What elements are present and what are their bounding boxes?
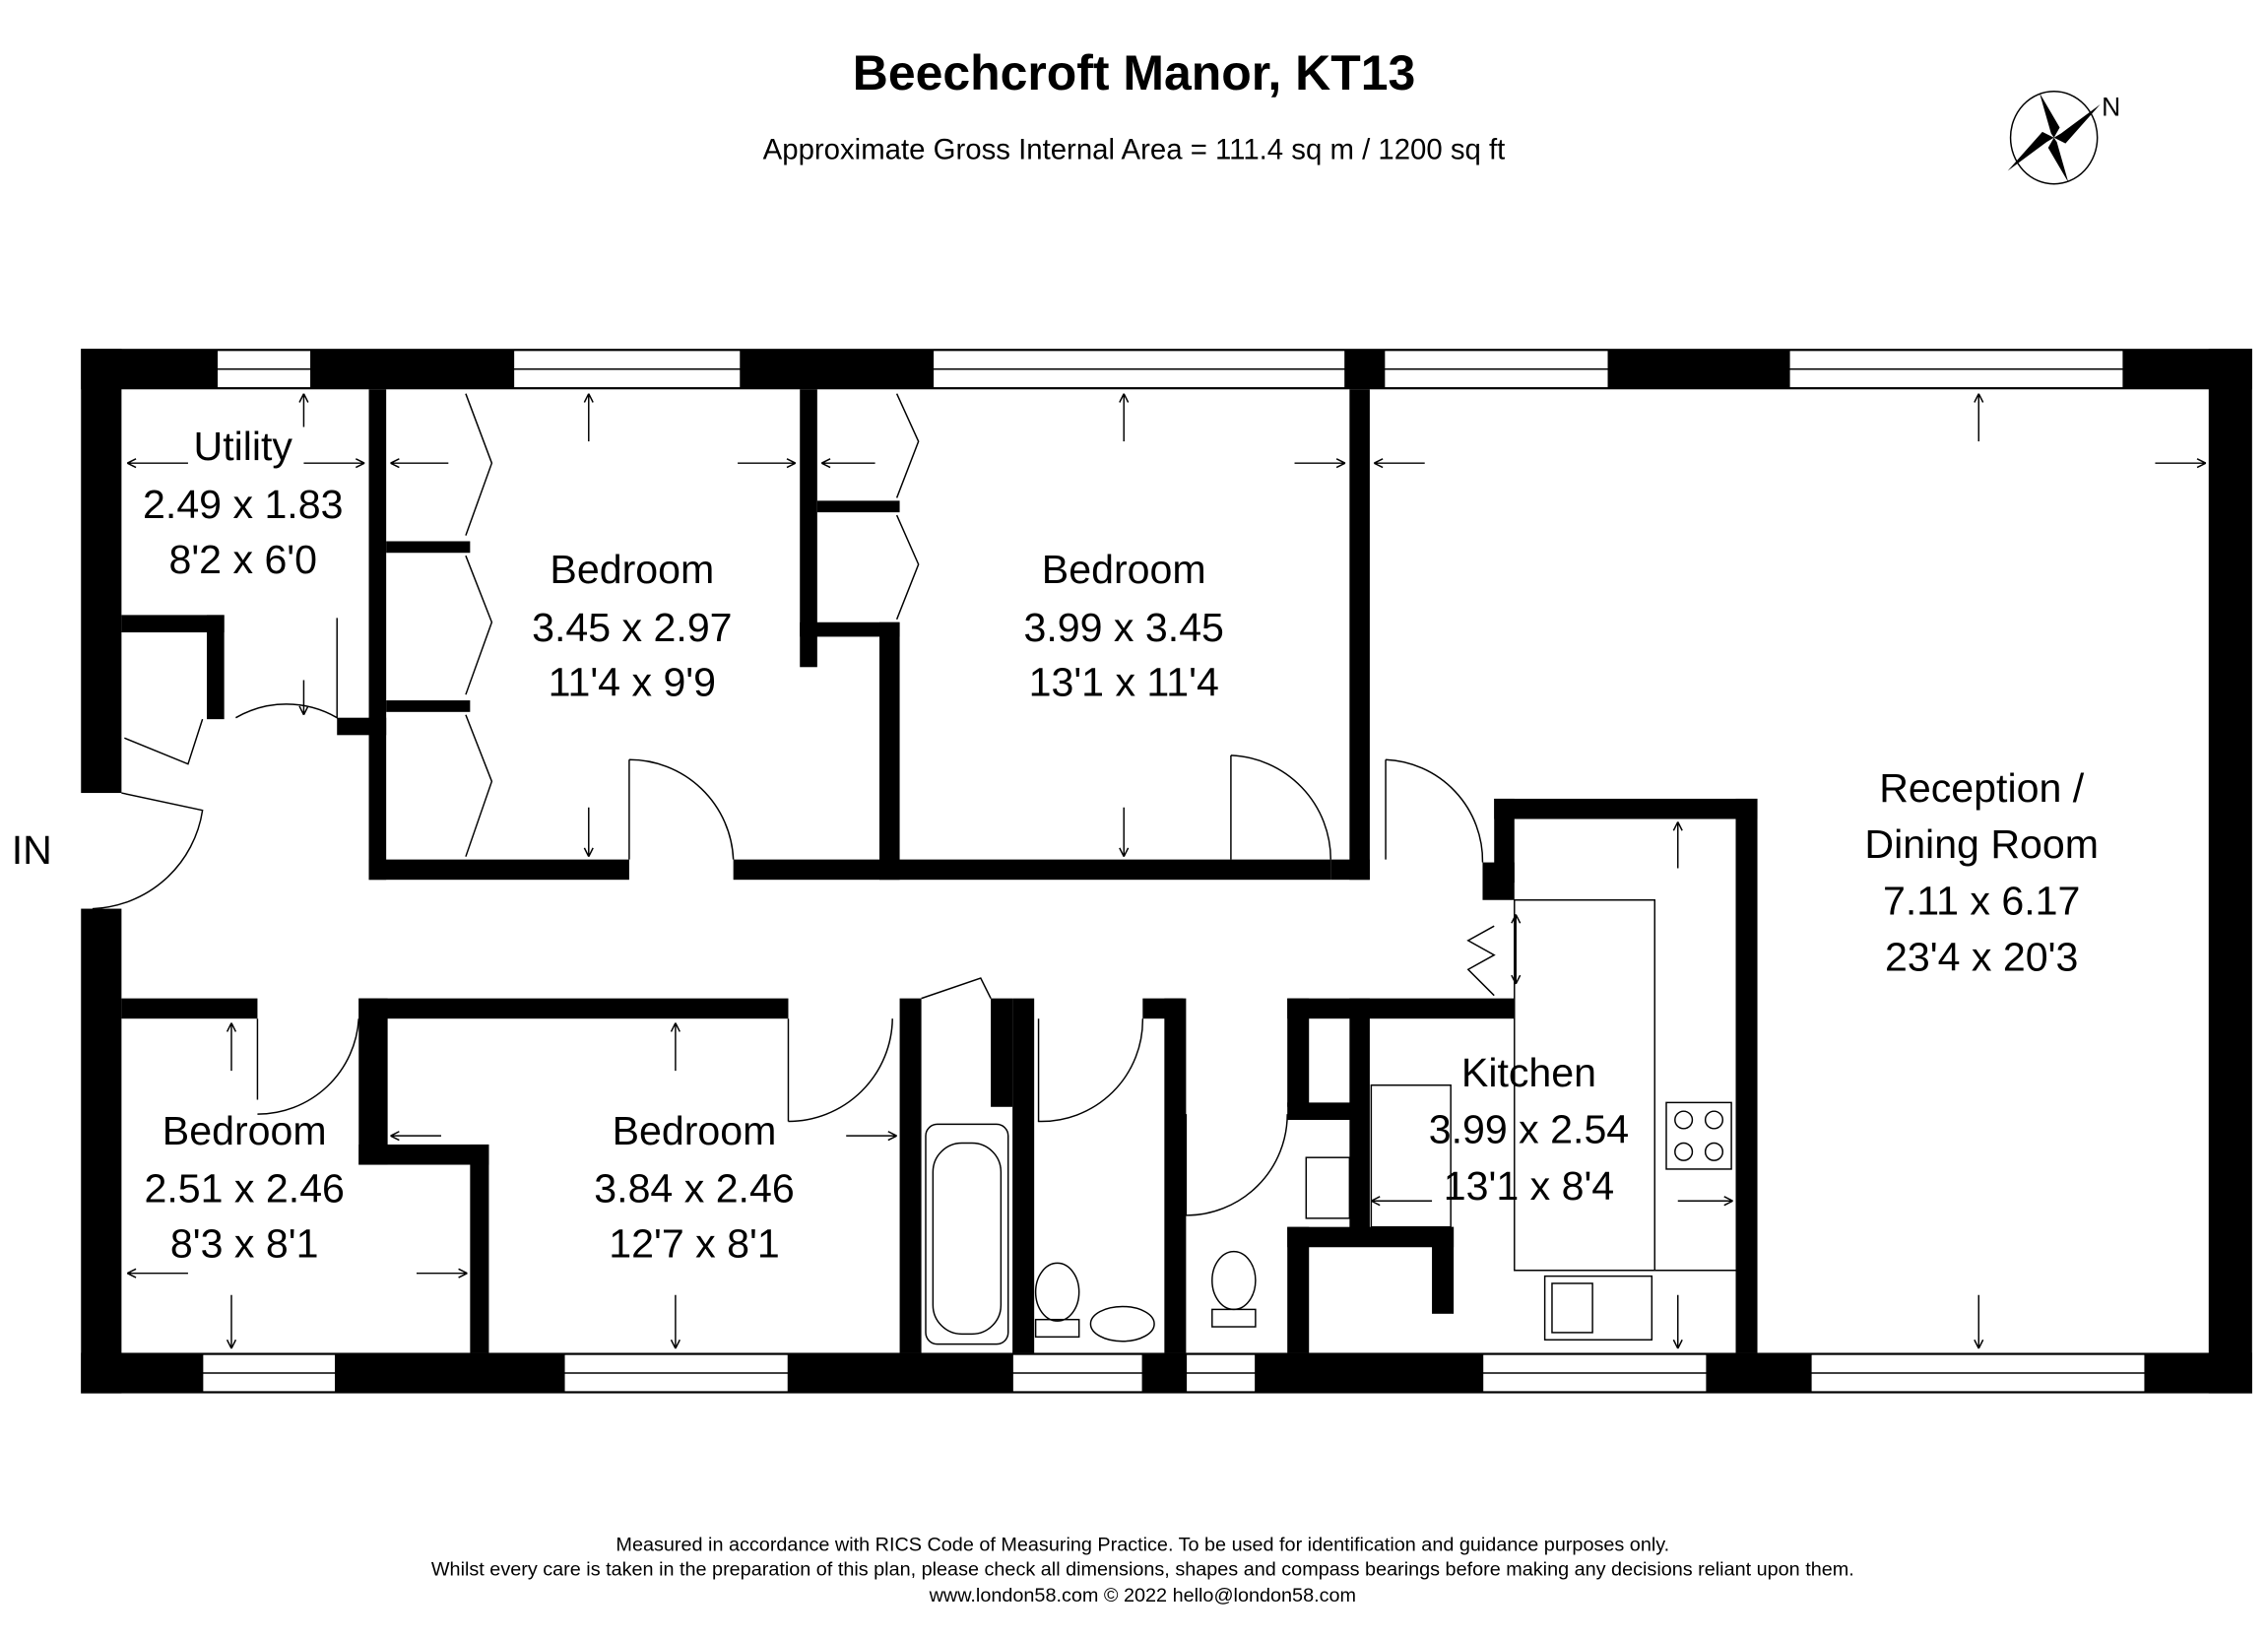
footer-contact: www.london58.com © 2022 hello@london58.c… bbox=[929, 1585, 1356, 1606]
room-name: Utility bbox=[194, 424, 293, 469]
wc-toilet-icon bbox=[1211, 1250, 1257, 1311]
room-utility: Utility 2.49 x 1.83 8'2 x 6'0 bbox=[143, 424, 343, 582]
room-name-2: Dining Room bbox=[1864, 821, 2099, 867]
toilet-icon bbox=[1034, 1262, 1080, 1322]
room-name: Bedroom bbox=[613, 1108, 777, 1153]
bath-icon bbox=[925, 1123, 1009, 1345]
room-imperial: 8'2 x 6'0 bbox=[168, 537, 317, 582]
room-kitchen: Kitchen 3.99 x 2.54 13'1 x 8'4 bbox=[1429, 1050, 1629, 1209]
interior-walls bbox=[121, 389, 1758, 1353]
room-metric: 3.99 x 2.54 bbox=[1429, 1107, 1629, 1152]
room-imperial: 13'1 x 11'4 bbox=[1029, 660, 1219, 705]
footer-disclaimer-1: Measured in accordance with RICS Code of… bbox=[616, 1535, 1669, 1556]
wc-basin-icon bbox=[1305, 1156, 1351, 1219]
doors bbox=[92, 618, 1496, 1216]
wardrobe-doors bbox=[465, 393, 920, 857]
room-bedroom-4: Bedroom 3.84 x 2.46 12'7 x 8'1 bbox=[594, 1108, 794, 1267]
room-metric: 3.45 x 2.97 bbox=[532, 605, 732, 650]
room-imperial: 23'4 x 20'3 bbox=[1885, 935, 2078, 980]
kitchen-sink-icon bbox=[1543, 1275, 1653, 1341]
room-name: Bedroom bbox=[1042, 547, 1206, 592]
room-imperial: 8'3 x 8'1 bbox=[170, 1221, 319, 1267]
room-name: Kitchen bbox=[1461, 1050, 1596, 1095]
room-metric: 7.11 x 6.17 bbox=[1883, 878, 2080, 923]
dimension-arrows bbox=[126, 393, 2207, 1349]
room-imperial: 11'4 x 9'9 bbox=[549, 660, 716, 705]
room-bedroom-1: Bedroom 3.45 x 2.97 11'4 x 9'9 bbox=[532, 547, 732, 705]
compass-icon: N bbox=[2007, 90, 2120, 185]
bathroom-fixtures bbox=[925, 899, 1736, 1345]
area-subtitle: Approximate Gross Internal Area = 111.4 … bbox=[763, 134, 1506, 166]
compass-north-label: N bbox=[2102, 93, 2120, 122]
room-bedroom-3: Bedroom 2.51 x 2.46 8'3 x 8'1 bbox=[145, 1108, 345, 1267]
sink-icon bbox=[1089, 1305, 1155, 1343]
room-imperial: 12'7 x 8'1 bbox=[609, 1221, 779, 1267]
hob-icon bbox=[1665, 1101, 1732, 1170]
page-title: Beechcroft Manor, KT13 bbox=[853, 45, 1415, 100]
footer-disclaimer-2: Whilst every care is taken in the prepar… bbox=[431, 1559, 1854, 1581]
entrance-label: IN bbox=[12, 827, 52, 873]
room-metric: 2.49 x 1.83 bbox=[143, 482, 343, 527]
room-reception: Reception / Dining Room 7.11 x 6.17 23'4… bbox=[1864, 765, 2099, 980]
windows bbox=[201, 349, 2146, 1393]
room-name: Bedroom bbox=[162, 1108, 327, 1153]
room-metric: 2.51 x 2.46 bbox=[145, 1166, 345, 1212]
room-name: Reception / bbox=[1879, 765, 2085, 811]
room-bedroom-2: Bedroom 3.99 x 3.45 13'1 x 11'4 bbox=[1024, 547, 1224, 705]
room-metric: 3.99 x 3.45 bbox=[1024, 605, 1224, 650]
room-imperial: 13'1 x 8'4 bbox=[1444, 1163, 1614, 1209]
outer-walls bbox=[81, 349, 2252, 1394]
room-metric: 3.84 x 2.46 bbox=[594, 1166, 794, 1212]
room-name: Bedroom bbox=[550, 547, 714, 592]
